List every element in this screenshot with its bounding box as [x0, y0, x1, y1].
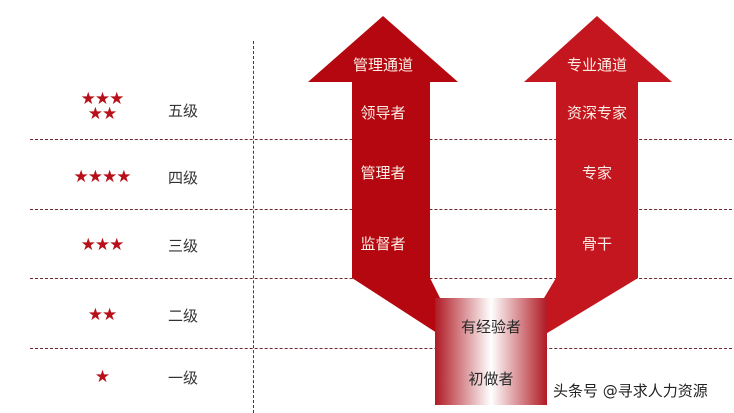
management-role: 管理者 [360, 164, 406, 182]
level-row-3: ★★★ 三级 [0, 236, 250, 266]
stars-line: ★★ [87, 305, 117, 325]
stars-line: ★ [94, 367, 110, 387]
vertical-divider [253, 41, 254, 413]
level-label: 三级 [168, 237, 199, 255]
watermark: 头条号 @寻求人力资源 [553, 382, 708, 400]
stars-line: ★★ [87, 104, 117, 124]
level-divider [30, 348, 732, 349]
shared-base-box [435, 298, 547, 405]
professional-role: 专家 [581, 164, 612, 182]
management-arrow [308, 16, 458, 335]
level-label: 五级 [168, 102, 199, 120]
management-role: 监督者 [360, 235, 406, 253]
level-row-1: ★ 一级 [0, 368, 250, 398]
level-label: 一级 [168, 369, 199, 387]
level-row-4: ★★★★ 四级 [0, 168, 250, 198]
base-role: 有经验者 [460, 318, 521, 336]
base-role: 初做者 [468, 370, 514, 388]
star-rating-icon: ★★★ ★★ [62, 89, 142, 124]
stars-line: ★★★★ [73, 167, 132, 187]
professional-arrow [524, 16, 672, 335]
star-rating-icon: ★★★ [62, 235, 142, 255]
level-row-2: ★★ 二级 [0, 306, 250, 336]
stars-line: ★★★ [80, 235, 125, 255]
level-label: 四级 [168, 169, 199, 187]
stars-line: ★★★ [80, 89, 125, 109]
professional-track-title: 专业通道 [566, 56, 627, 74]
professional-role: 骨干 [581, 235, 612, 253]
star-rating-icon: ★★★★ [62, 167, 142, 187]
management-track-title: 管理通道 [352, 56, 413, 74]
level-label: 二级 [168, 307, 199, 325]
professional-role: 资深专家 [566, 104, 627, 122]
management-role: 领导者 [360, 104, 406, 122]
star-rating-icon: ★ [62, 367, 142, 387]
star-rating-icon: ★★ [62, 305, 142, 325]
level-row-5: ★★★ ★★ 五级 [0, 89, 250, 125]
